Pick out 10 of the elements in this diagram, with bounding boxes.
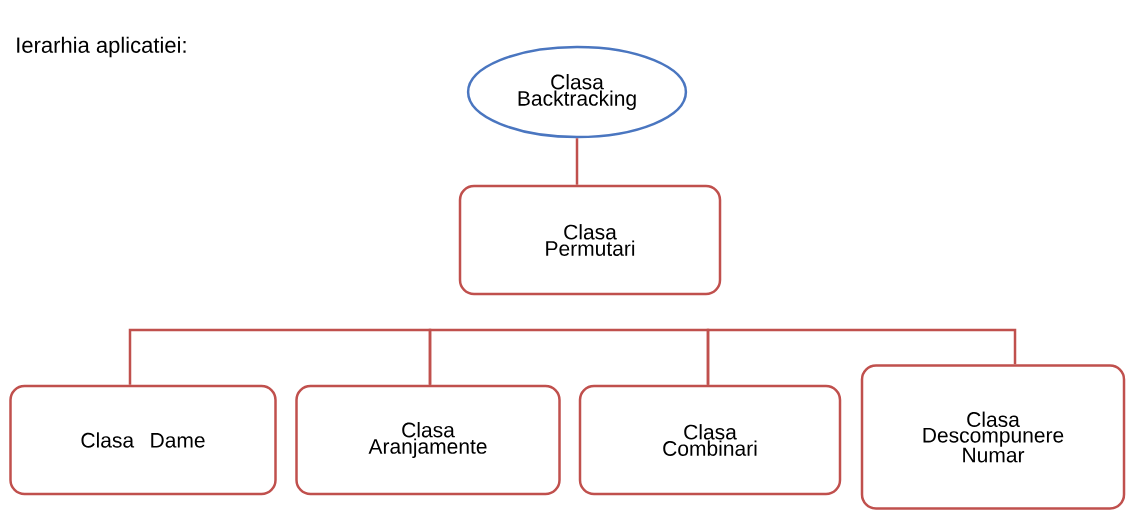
connector-line xyxy=(575,138,579,185)
heading-text: Ierarhia aplicatiei: xyxy=(17,36,186,58)
connector-line xyxy=(706,328,1017,385)
class-box: Clasa Descompunere Numar xyxy=(860,364,1126,510)
connector-line xyxy=(428,328,710,385)
class-box: Clasa Aranjamente xyxy=(295,384,561,496)
connector-line xyxy=(128,328,432,385)
class-box: Clasa Combinari xyxy=(578,384,842,496)
class-box: Clasa Dame xyxy=(9,384,277,496)
class-box: Clasa Permutari xyxy=(458,184,722,296)
